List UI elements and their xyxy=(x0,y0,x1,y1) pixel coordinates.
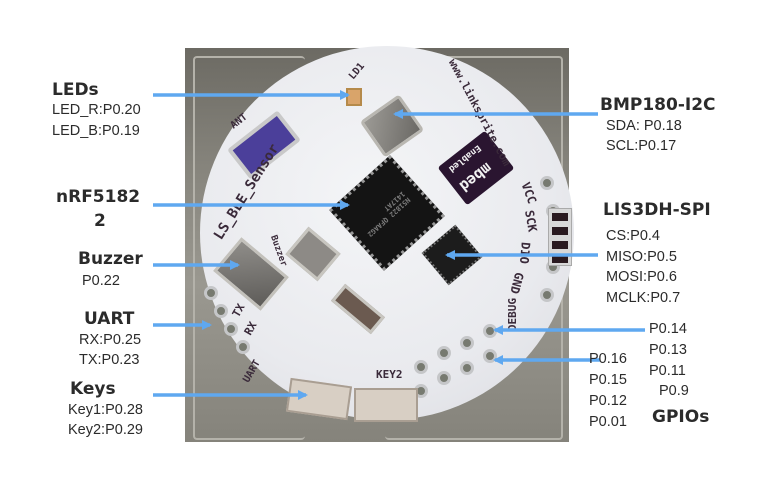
silk-key2: KEY2 xyxy=(376,368,403,381)
uart-pin-rx-label: RX:P0.25 xyxy=(79,332,142,348)
gpio-p0-15: P0.15 xyxy=(589,372,627,388)
buzzer-title: Buzzer xyxy=(78,249,143,269)
gpio-pin xyxy=(460,336,474,350)
gpio-p0-13: P0.13 xyxy=(649,342,687,358)
bmp180-pin-sda: SDA: P0.18 xyxy=(606,118,682,134)
header-pin xyxy=(540,176,554,190)
silk-debug: DEBUG xyxy=(506,297,520,332)
led-ld1 xyxy=(346,88,362,106)
keys-title: Keys xyxy=(70,379,116,399)
uart-pin-tx-label: TX:P0.23 xyxy=(79,352,140,368)
gpio-pin-p0-14 xyxy=(483,324,497,338)
lis3dh-accelerometer xyxy=(421,224,483,286)
lis3dh-pin-mclk: MCLK:P0.7 xyxy=(606,290,681,306)
uart-pin-tx xyxy=(214,304,228,318)
header-pin xyxy=(540,288,554,302)
uart-pin xyxy=(204,286,218,300)
lis3dh-title: LIS3DH-SPI xyxy=(603,200,711,220)
buzzer-pin: P0.22 xyxy=(82,273,120,289)
keys-pin-key1: Key1:P0.28 xyxy=(68,402,143,418)
leds-title: LEDs xyxy=(52,80,99,100)
enclosure-frame-left xyxy=(193,56,305,440)
mcu-title-line2: 2 xyxy=(94,211,106,231)
gpio-pin xyxy=(460,361,474,375)
bmp180-title: BMP180-I2C xyxy=(600,95,716,115)
gpio-p0-16: P0.16 xyxy=(589,351,627,367)
mcu-title-line1: nRF5182 xyxy=(56,187,141,207)
silk-rx: RX xyxy=(241,319,260,338)
keys-pin-key2: Key2:P0.29 xyxy=(68,422,143,438)
crystal-x1 xyxy=(285,226,341,282)
gpio-p0-9: P0.9 xyxy=(659,383,689,399)
key2-button xyxy=(354,388,418,422)
leds-pin-blue: LED_B:P0.19 xyxy=(52,123,140,139)
bmp180-sensor xyxy=(359,94,425,158)
silk-gnd: GND xyxy=(507,270,527,296)
leds-pin-red: LED_R:P0.20 xyxy=(52,102,141,118)
gpio-pin xyxy=(437,371,451,385)
gpio-p0-12: P0.12 xyxy=(589,393,627,409)
silk-ld1: LD1 xyxy=(347,61,368,82)
bmp180-pin-scl: SCL:P0.17 xyxy=(606,138,677,154)
gpio-p0-11: P0.11 xyxy=(649,363,686,379)
gpio-pin xyxy=(414,360,428,374)
uart-pin-gnd xyxy=(236,340,250,354)
lis3dh-pin-miso: MISO:P0.5 xyxy=(606,249,677,265)
gpio-pin-p0-13 xyxy=(483,349,497,363)
silk-tx: TX xyxy=(229,301,248,320)
gpio-p0-14: P0.14 xyxy=(649,321,687,337)
silk-dio: DIO xyxy=(516,241,533,265)
silk-sck: SCK xyxy=(522,209,540,233)
crystal-x2 xyxy=(331,283,385,335)
debug-jumpers xyxy=(548,208,572,266)
lis3dh-pin-mosi: MOSI:P0.6 xyxy=(606,269,677,285)
gpio-pin xyxy=(437,346,451,360)
uart-title: UART xyxy=(84,309,135,329)
silk-vcc: VCC xyxy=(518,180,540,206)
pcb-board: ANT LD1 mbed Enabled N51822 QFAAG2 1417A… xyxy=(200,46,574,422)
gpios-title: GPIOs xyxy=(652,407,710,427)
lis3dh-pin-cs: CS:P0.4 xyxy=(606,228,660,244)
gpio-p0-01: P0.01 xyxy=(589,414,627,430)
uart-pin-rx xyxy=(224,322,238,336)
